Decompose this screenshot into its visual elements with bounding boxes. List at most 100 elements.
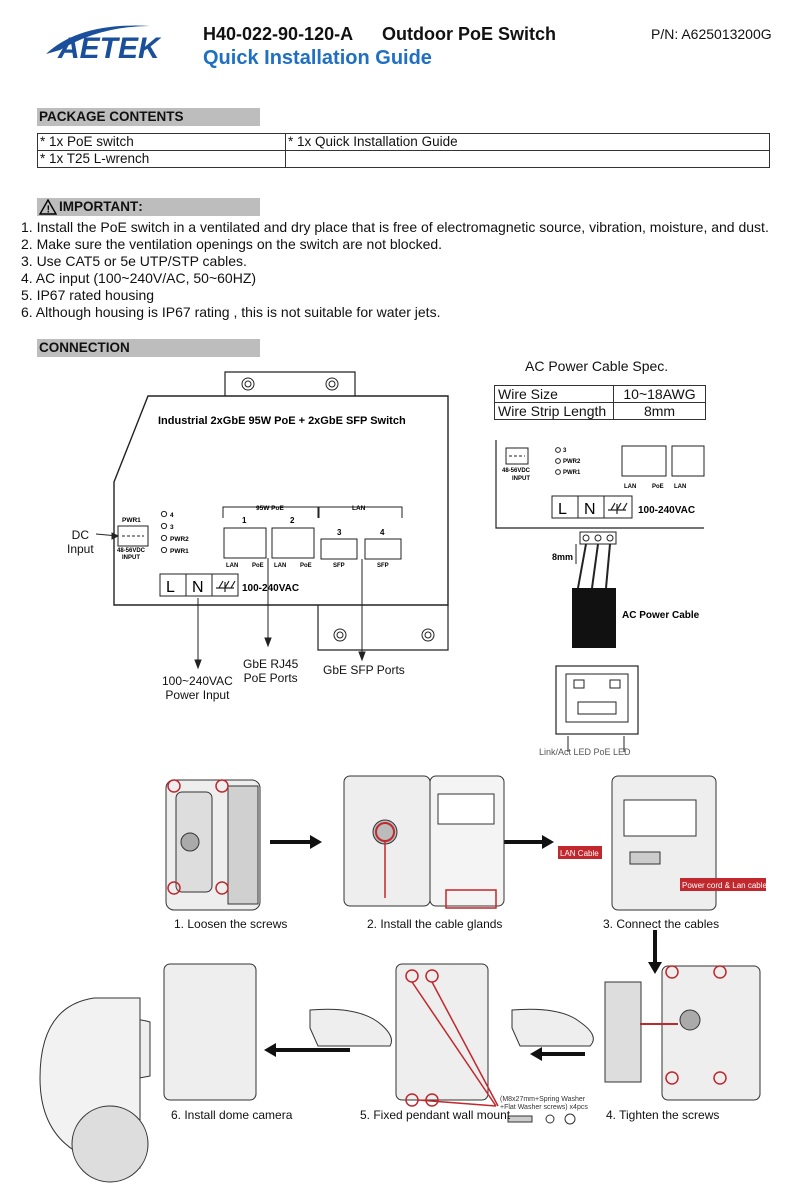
table-cell: 10~18AWG: [613, 385, 706, 403]
gbe-rj45-callout: GbE RJ45 PoE Ports: [243, 657, 298, 685]
pwr1-label: PWR1: [122, 517, 141, 524]
port4-number: 4: [380, 528, 385, 537]
detail-poe: PoE: [652, 484, 664, 490]
port2-lan: LAN: [274, 563, 286, 569]
list-item: 1. Install the PoE switch in a ventilate…: [21, 219, 769, 235]
dc-input-line2: Input: [67, 542, 94, 556]
terminal-l: L: [166, 579, 175, 596]
port1-poe: PoE: [252, 563, 264, 569]
ac-spec-table: Wire Size 10~18AWG Wire Strip Length 8mm: [494, 385, 706, 420]
product-name: Outdoor PoE Switch: [382, 24, 556, 44]
guide-title: Quick Installation Guide: [203, 47, 432, 69]
dc-input-detail: INPUT: [512, 476, 530, 482]
led-3: 3: [170, 524, 174, 531]
gbe-rj45-line2: PoE Ports: [243, 671, 298, 685]
table-cell: Wire Size: [494, 385, 614, 403]
part-number: P/N: A625013200G: [651, 26, 772, 42]
step4-image: [511, 965, 761, 1101]
list-item: 5. IP67 rated housing: [21, 287, 155, 303]
table-row: * 1x PoE switch * 1x Quick Installation …: [37, 133, 770, 151]
dc-range-label: 48-56VDC: [117, 548, 146, 554]
step1-screw-markers: [167, 779, 229, 895]
gbe-rj45-line1: GbE RJ45: [243, 657, 299, 671]
table-row: * 1x T25 L-wrench: [37, 150, 770, 168]
sfp-port-4: [364, 538, 402, 560]
dc-input-word: INPUT: [122, 555, 140, 561]
table-row: Wire Size 10~18AWG: [494, 385, 706, 403]
warning-icon: !: [39, 199, 57, 215]
power-lan-callout: Power cord & Lan cable: [682, 881, 767, 890]
step1-caption: 1. Loosen the screws: [174, 917, 288, 931]
table-cell: 8mm: [613, 402, 706, 420]
led-caption: Link/Act LED PoE LED: [539, 747, 631, 757]
list-item: 6. Although housing is IP67 rating , thi…: [21, 304, 441, 320]
important-list: 1. Install the PoE switch in a ventilate…: [21, 219, 769, 321]
svg-text:!: !: [47, 205, 50, 216]
dc-range-detail: 48-56VDC: [502, 468, 531, 474]
port4-sfp: SFP: [377, 563, 389, 569]
package-heading: PACKAGE CONTENTS: [37, 108, 260, 126]
list-item: 4. AC input (100~240V/AC, 50~60HZ): [21, 270, 257, 286]
power-input-line2: Power Input: [165, 688, 230, 702]
ac-cable-label: AC Power Cable: [622, 610, 700, 621]
gbe-sfp-callout: GbE SFP Ports: [323, 663, 405, 677]
power-input-callout: 100~240VAC Power Input: [162, 674, 233, 702]
important-label: IMPORTANT: [59, 199, 139, 214]
step1-image: [165, 779, 261, 911]
port3-number: 3: [337, 528, 342, 537]
rj45-port-2: [271, 527, 315, 559]
table-cell: * 1x Quick Installation Guide: [285, 133, 770, 151]
step6-caption: 6. Install dome camera: [171, 1108, 293, 1122]
ac-spec-title: AC Power Cable Spec.: [525, 358, 669, 374]
lan-group-label: LAN: [352, 505, 366, 512]
rj45-port-1: [223, 527, 267, 559]
list-item: 2. Make sure the ventilation openings on…: [21, 236, 443, 252]
step5-image: [309, 963, 489, 1101]
model-number: H40-022-90-120-A: [203, 24, 354, 44]
switch-title: Industrial 2xGbE 95W PoE + 2xGbE SFP Swi…: [158, 415, 406, 427]
port1-number: 1: [242, 516, 247, 525]
package-table: * 1x PoE switch * 1x Quick Installation …: [37, 133, 770, 168]
step6-image: [39, 963, 257, 1183]
port2-poe: PoE: [300, 563, 312, 569]
table-cell: * 1x T25 L-wrench: [37, 150, 286, 168]
table-row: Wire Strip Length 8mm: [494, 402, 706, 420]
lan-cable-callout: LAN Cable: [560, 849, 599, 858]
strip-length-label: 8mm: [552, 552, 573, 562]
table-cell: Wire Strip Length: [494, 402, 614, 420]
led-3-detail: 3: [563, 448, 567, 454]
step2-caption: 2. Install the cable glands: [367, 917, 503, 931]
ground-icon: [216, 580, 236, 592]
brand-text: AETEK: [57, 32, 162, 65]
detail-terminal-l: L: [558, 501, 567, 518]
led-4: 4: [170, 512, 174, 519]
step3-image: [611, 775, 717, 911]
detail-lan: LAN: [624, 484, 636, 490]
table-cell: [285, 150, 770, 168]
step3-caption: 3. Connect the cables: [603, 917, 720, 931]
step5-caption: 5. Fixed pendant wall mount: [360, 1108, 511, 1122]
led-pwr1: PWR1: [170, 548, 189, 555]
dc-input-line1: DC: [71, 528, 90, 542]
aetek-logo: AETEK: [46, 25, 162, 65]
led-pwr2: PWR2: [170, 536, 189, 543]
led-pwr2-detail: PWR2: [563, 459, 581, 465]
connection-heading: CONNECTION: [37, 339, 260, 357]
ac-rating-label: 100-240VAC: [242, 583, 299, 594]
step2-image: [343, 775, 505, 907]
screws-callout-line2: +Flat Washer screws) x4pcs: [500, 1104, 588, 1111]
screws-callout-line1: (M8x27mm+Spring Washer: [500, 1096, 586, 1103]
power-input-line1: 100~240VAC: [162, 674, 233, 688]
detail-ac-label: 100-240VAC: [638, 505, 695, 516]
ac-cable-jacket: [572, 588, 616, 648]
sfp-port-3: [320, 538, 358, 560]
poe-group-label: 95W PoE: [256, 505, 284, 512]
detail-lan-2: LAN: [674, 484, 686, 490]
port3-sfp: SFP: [333, 563, 345, 569]
step4-caption: 4. Tighten the screws: [606, 1108, 720, 1122]
list-item: 3. Use CAT5 or 5e UTP/STP cables.: [21, 253, 247, 269]
switch-front-diagram: Industrial 2xGbE 95W PoE + 2xGbE SFP Swi…: [95, 371, 449, 670]
ac-wiring-diagram: 48-56VDC INPUT 3 PWR2 PWR1 LAN PoE LAN L…: [495, 440, 705, 752]
installation-steps-illustration: LAN Cable Power cord & Lan cable (M8x27m…: [39, 775, 767, 1183]
detail-terminal-n: N: [584, 501, 596, 518]
